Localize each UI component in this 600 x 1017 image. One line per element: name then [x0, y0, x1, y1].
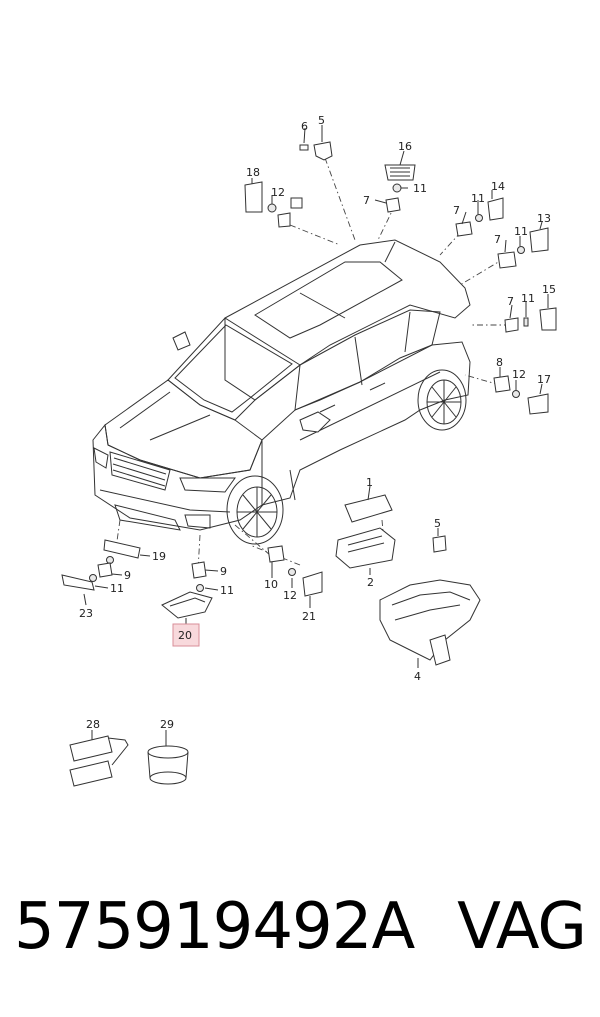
callout-11-c: 11 [514, 225, 528, 238]
bracket-part-23 [61, 574, 95, 591]
callout-leaders [83, 125, 549, 746]
bracket-part-21 [302, 571, 323, 597]
parts-diagram: 5 6 16 7 11 18 12 7 11 14 7 11 13 7 11 1… [61, 114, 557, 787]
callout-20: 20 [178, 629, 192, 642]
callout-11-d: 11 [521, 292, 535, 305]
callout-11-b: 11 [471, 192, 485, 205]
car-illustration [92, 239, 471, 545]
callout-11-e: 11 [110, 582, 124, 595]
leader-lines [114, 157, 510, 571]
callout-13: 13 [537, 212, 551, 225]
callout-16: 16 [398, 140, 412, 153]
sensor-part-5 [313, 141, 333, 161]
callout-11-a: 11 [413, 182, 427, 195]
bracket-part-15 [539, 307, 557, 331]
callout-5-bottom: 5 [434, 517, 441, 530]
callout-12-b: 12 [512, 368, 526, 381]
callout-12-c: 12 [283, 589, 297, 602]
bracket-part-17 [527, 393, 549, 415]
part-number: 575919492A [14, 890, 415, 964]
callout-2: 2 [367, 576, 374, 589]
callout-8: 8 [496, 356, 503, 369]
callout-labels: 5 6 16 7 11 18 12 7 11 14 7 11 13 7 11 1… [79, 114, 556, 731]
brand-label: VAG [457, 890, 587, 964]
module-part-1 [344, 494, 393, 523]
callout-7-c: 7 [494, 233, 501, 246]
bracket-part-14 [487, 197, 504, 221]
callout-9-a: 9 [124, 569, 131, 582]
callout-15: 15 [542, 283, 556, 296]
tube-part-28 [69, 735, 113, 762]
callout-28: 28 [86, 718, 100, 731]
callout-23: 23 [79, 607, 93, 620]
callout-7-b: 7 [453, 204, 460, 217]
highlight-box-20 [172, 623, 200, 647]
callout-6: 6 [301, 120, 308, 133]
callout-9-b: 9 [220, 565, 227, 578]
bracket-part-20 [161, 591, 213, 619]
screw-part-6 [299, 144, 309, 151]
callout-10: 10 [264, 578, 278, 591]
bracket-part-19 [103, 539, 141, 559]
callout-12-a: 12 [271, 186, 285, 199]
callout-21: 21 [302, 610, 316, 623]
callout-4: 4 [414, 670, 421, 683]
callout-7-d: 7 [507, 295, 514, 308]
callout-7-a: 7 [363, 194, 370, 207]
parts [61, 141, 557, 787]
callout-14: 14 [491, 180, 505, 193]
callout-29: 29 [160, 718, 174, 731]
ring-part-29 [147, 745, 189, 759]
callout-19: 19 [152, 550, 166, 563]
callout-18: 18 [246, 166, 260, 179]
callout-5-top: 5 [318, 114, 325, 127]
callout-1: 1 [366, 476, 373, 489]
callout-11-f: 11 [220, 584, 234, 597]
bracket-part-13 [529, 227, 549, 253]
bracket-part-18 [244, 181, 263, 213]
footer: 575919492A VAG [0, 890, 600, 990]
callout-17: 17 [537, 373, 551, 386]
